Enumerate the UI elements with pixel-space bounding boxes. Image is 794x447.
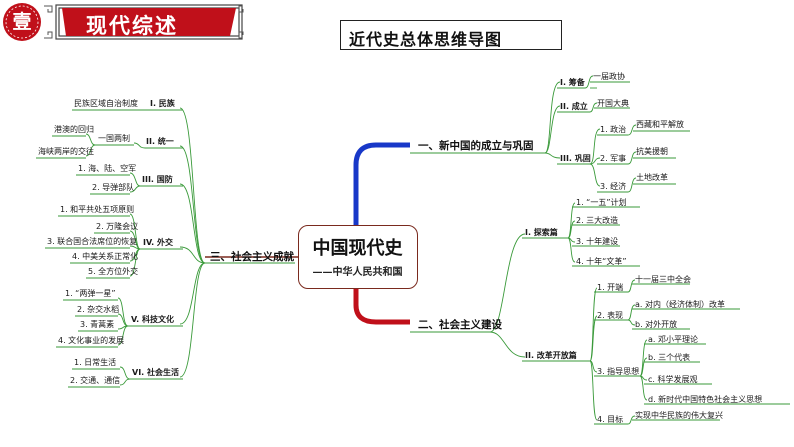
b2-k3-item-4: d. 新时代中国特色社会主义思想: [648, 395, 763, 404]
b2-k2-item-2: b. 对外开放: [635, 320, 678, 329]
center-subtitle: ——中华人民共和国: [312, 267, 403, 278]
b1-s3-leaf-1: 西藏和平解放: [636, 120, 684, 129]
b3-s4-item-3: 3. 联合国合法席位的恢复: [47, 237, 138, 246]
b3-s4-item-2: 2. 万隆会议: [96, 222, 139, 231]
b3-s5-item-1: 1. “两弹一星”: [65, 289, 116, 298]
b3-s4-item-5: 5. 全方位外交: [88, 267, 139, 276]
b3-s5-label: V. 科技文化: [131, 315, 174, 324]
b3-s5-item-3: 3. 青蒿素: [80, 320, 115, 329]
header-banner: 壹 现代综述: [0, 0, 248, 44]
branch3-label: 三、社会主义成就: [210, 251, 294, 263]
b3-s2-item-2: 海峡两岸的交往: [38, 147, 94, 156]
branch2-label: 二、社会主义建设: [418, 319, 502, 331]
b2-s1-item-4: 4. 十年“文革”: [576, 257, 627, 266]
b3-s3-item-2: 2. 导弹部队: [92, 183, 135, 192]
center-to-branch2: [353, 288, 410, 325]
b1-s2-label: II. 成立: [560, 102, 588, 111]
b2-s2-label: II. 改革开放篇: [525, 351, 577, 360]
b2-k3-item-2: b. 三个代表: [648, 353, 691, 362]
b2-s1-label: I. 探索篇: [525, 228, 558, 237]
b2-k1-label: 1. 开端: [597, 283, 624, 292]
b2-k3-item-3: c. 科学发展观: [648, 375, 698, 384]
b3-s2-mid: 一国两制: [98, 134, 130, 143]
b2-k3-item-1: a. 邓小平理论: [648, 335, 698, 344]
badge-char: 壹: [12, 11, 32, 33]
center-title: 中国现代史: [312, 238, 403, 259]
b2-k4-label: 4. 目标: [597, 415, 624, 424]
b1-s2-leaf: 开国大典: [597, 99, 629, 108]
b1-s3-item-2: 2. 军事: [600, 154, 627, 163]
b3-s4-label: IV. 外交: [143, 238, 173, 247]
b3-s5-item-4: 4. 文化事业的发展: [58, 336, 125, 345]
b2-s1-item-2: 2. 三大改造: [576, 216, 619, 225]
b1-s1-label: I. 筹备: [560, 78, 585, 87]
b3-s1-label: I. 民族: [150, 99, 175, 108]
b2-k2-item-1: a. 对内（经济体制）改革: [635, 300, 725, 309]
b3-s3-label: III. 国防: [142, 175, 173, 184]
branch1-label: 一、新中国的成立与巩固: [418, 140, 534, 152]
b1-s3-leaf-3: 土地改革: [636, 173, 668, 182]
map-title-box: 近代史总体思维导图: [340, 20, 562, 50]
b1-s3-leaf-2: 抗美援朝: [636, 147, 668, 156]
b3-s3-item-1: 1. 海、陆、空军: [78, 164, 137, 173]
b2-k1-leaf: 十一届三中全会: [635, 275, 691, 284]
b2-k2-label: 2. 表现: [597, 311, 624, 320]
b3-s4-item-4: 4. 中美关系正常化: [72, 252, 139, 261]
b1-s3-label: III. 巩固: [560, 154, 591, 163]
center-to-branch1: [353, 142, 410, 232]
b3-s2-label: II. 统一: [146, 137, 174, 146]
b1-s1-leaf: 一届政协: [593, 72, 625, 81]
b3-s2-item-1: 港澳的回归: [54, 125, 94, 134]
center-node: 中国现代史 ——中华人民共和国: [298, 225, 418, 289]
b2-s1-item-1: 1. “一五”计划: [576, 198, 627, 207]
b3-s4-item-1: 1. 和平共处五项原则: [60, 205, 135, 214]
b3-s6-label: VI. 社会生活: [132, 368, 179, 377]
b2-s1-item-3: 3. 十年建设: [576, 237, 619, 246]
section-title: 现代综述: [86, 14, 178, 38]
map-title: 近代史总体思维导图: [349, 30, 503, 49]
b1-s3-item-3: 3. 经济: [600, 182, 627, 191]
b2-k4-leaf: 实现中华民族的伟大复兴: [635, 411, 723, 420]
banner-decor: [0, 0, 248, 44]
b1-s3-item-1: 1. 政治: [600, 125, 627, 134]
b3-s1-leaf: 民族区域自治制度: [74, 99, 138, 108]
b2-k3-label: 3. 指导思想: [597, 367, 640, 376]
b3-s5-item-2: 2. 杂交水稻: [77, 305, 120, 314]
b3-s6-item-2: 2. 交通、通信: [70, 376, 121, 385]
b3-s6-item-1: 1. 日常生活: [74, 358, 117, 367]
